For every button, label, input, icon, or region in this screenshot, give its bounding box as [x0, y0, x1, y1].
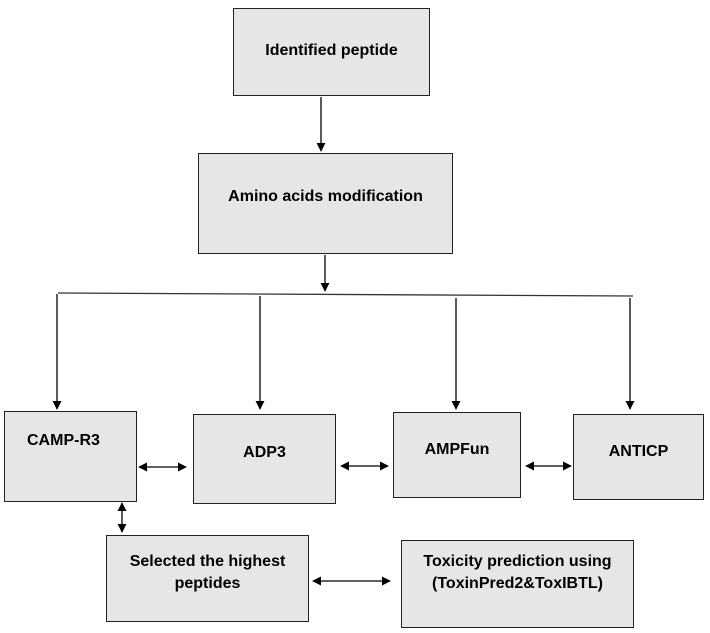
- amino-acids-modification-box: Amino acids modification: [198, 153, 453, 254]
- anticp-label: ANTICP: [608, 443, 669, 460]
- ampfun-box: AMPFun: [393, 412, 521, 498]
- toxicity-prediction-box: Toxicity prediction using (ToxinPred2&To…: [401, 540, 634, 628]
- selected-highest-peptides-label: Selected the highest peptides: [129, 553, 286, 592]
- toxicity-prediction-label: Toxicity prediction using (ToxinPred2&To…: [423, 553, 612, 592]
- selected-highest-peptides-box: Selected the highest peptides: [106, 535, 309, 622]
- adp3-label: ADP3: [243, 444, 286, 461]
- amino-acids-modification-label: Amino acids modification: [228, 188, 423, 205]
- ampfun-label: AMPFun: [424, 441, 490, 458]
- identified-peptide-box: Identified peptide: [233, 8, 430, 96]
- adp3-box: ADP3: [193, 414, 336, 504]
- camp-r3-label: CAMP-R3: [27, 432, 100, 449]
- camp-r3-box: CAMP-R3: [4, 411, 137, 502]
- anticp-box: ANTICP: [573, 414, 704, 500]
- identified-peptide-label: Identified peptide: [265, 42, 398, 59]
- branch-line: [57, 292, 634, 297]
